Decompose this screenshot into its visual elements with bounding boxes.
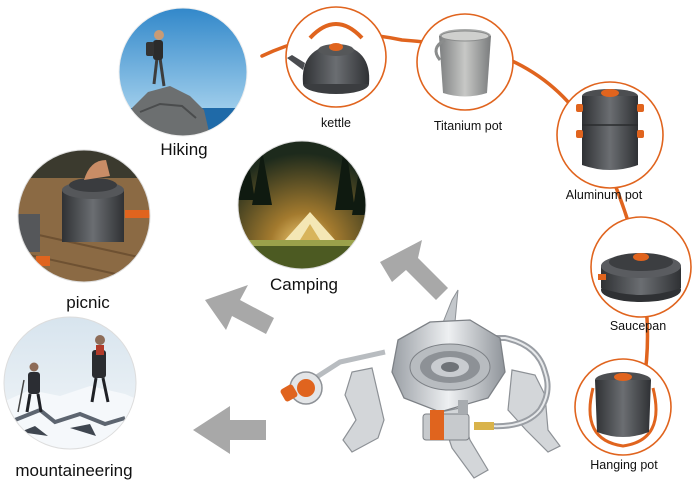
camping-stove-image	[280, 289, 561, 479]
label-camping: Camping	[269, 275, 339, 294]
label-saucepan: Saucepan	[609, 319, 667, 333]
label-kettle: kettle	[321, 116, 351, 130]
label-hanging-pot: Hanging pot	[590, 458, 658, 472]
arrow-left-lower-icon	[193, 406, 266, 454]
mountaineering-photo	[3, 316, 137, 450]
label-picnic: picnic	[66, 293, 110, 312]
label-mountaineering: mountaineering	[15, 461, 133, 480]
hiking-photo	[118, 7, 248, 137]
picnic-photo	[17, 149, 151, 283]
saucepan-image	[590, 216, 692, 318]
kettle-image	[285, 6, 387, 108]
hanging-pot-image	[574, 358, 672, 456]
arrow-left-upper-icon	[205, 285, 274, 334]
titanium-pot-image	[416, 13, 514, 111]
label-hiking: Hiking	[160, 140, 208, 159]
camping-photo	[237, 140, 367, 270]
label-titanium-pot: Titanium pot	[433, 119, 503, 133]
aluminum-pot-image	[556, 81, 664, 189]
label-aluminum-pot: Aluminum pot	[565, 188, 643, 202]
arrow-up-left-icon	[380, 240, 448, 300]
